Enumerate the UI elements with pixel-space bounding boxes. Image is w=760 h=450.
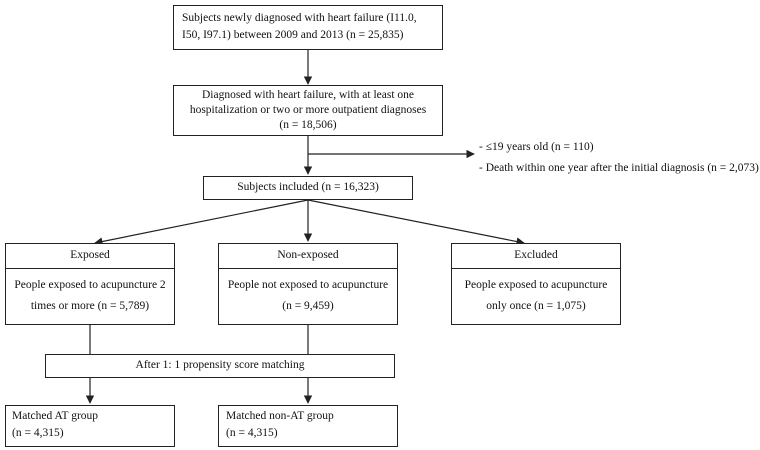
exclusion-death-note: - Death within one year after the initia… <box>479 162 759 174</box>
diagnosed-criteria-line2: hospitalization or two or more outpatien… <box>189 104 427 116</box>
subjects-included-box <box>203 176 413 200</box>
non-exposed-divider <box>218 268 398 269</box>
newly-diagnosed-line1: Subjects newly diagnosed with heart fail… <box>182 12 417 24</box>
excluded-title: Excluded <box>514 249 558 261</box>
newly-diagnosed-line2: I50, I97.1) between 2009 and 2013 (n = 2… <box>182 29 404 41</box>
subjects-included-label: Subjects included (n = 16,323) <box>237 181 379 193</box>
exposed-divider <box>5 268 175 269</box>
diagnosed-criteria-line3: (n = 18,506) <box>279 119 337 131</box>
arrow-included-to-excluded <box>307 199 525 246</box>
matched-at-line1: Matched AT group <box>12 410 99 422</box>
excluded-divider <box>451 268 621 269</box>
arrow-included-to-exposed <box>94 199 309 246</box>
matched-non-at-line1: Matched non-AT group <box>226 410 334 422</box>
non-exposed-line1: People not exposed to acupuncture <box>227 279 389 291</box>
matched-non-at-box <box>218 405 398 447</box>
exclusion-age-note: - ≤19 years old (n = 110) <box>479 141 594 153</box>
exposed-line1: People exposed to acupuncture 2 <box>14 279 166 291</box>
propensity-matching-label: After 1: 1 propensity score matching <box>135 359 305 371</box>
newly-diagnosed-box <box>173 5 443 50</box>
excluded-line2: only once (n = 1,075) <box>486 300 586 312</box>
exposed-box <box>5 243 175 325</box>
diagnosed-criteria-line1: Diagnosed with heart failure, with at le… <box>201 89 415 101</box>
matched-at-line2: (n = 4,315) <box>12 427 64 439</box>
matched-at-box <box>5 405 175 447</box>
exposed-line2: times or more (n = 5,789) <box>30 300 150 312</box>
propensity-matching-box <box>45 354 395 378</box>
excluded-box <box>451 243 621 325</box>
diagnosed-criteria-box <box>173 85 443 136</box>
matched-non-at-line2: (n = 4,315) <box>226 427 278 439</box>
non-exposed-title: Non-exposed <box>277 249 339 261</box>
excluded-line1: People exposed to acupuncture <box>464 279 608 291</box>
non-exposed-line2: (n = 9,459) <box>282 300 334 312</box>
exposed-title: Exposed <box>70 249 110 261</box>
non-exposed-box <box>218 243 398 325</box>
